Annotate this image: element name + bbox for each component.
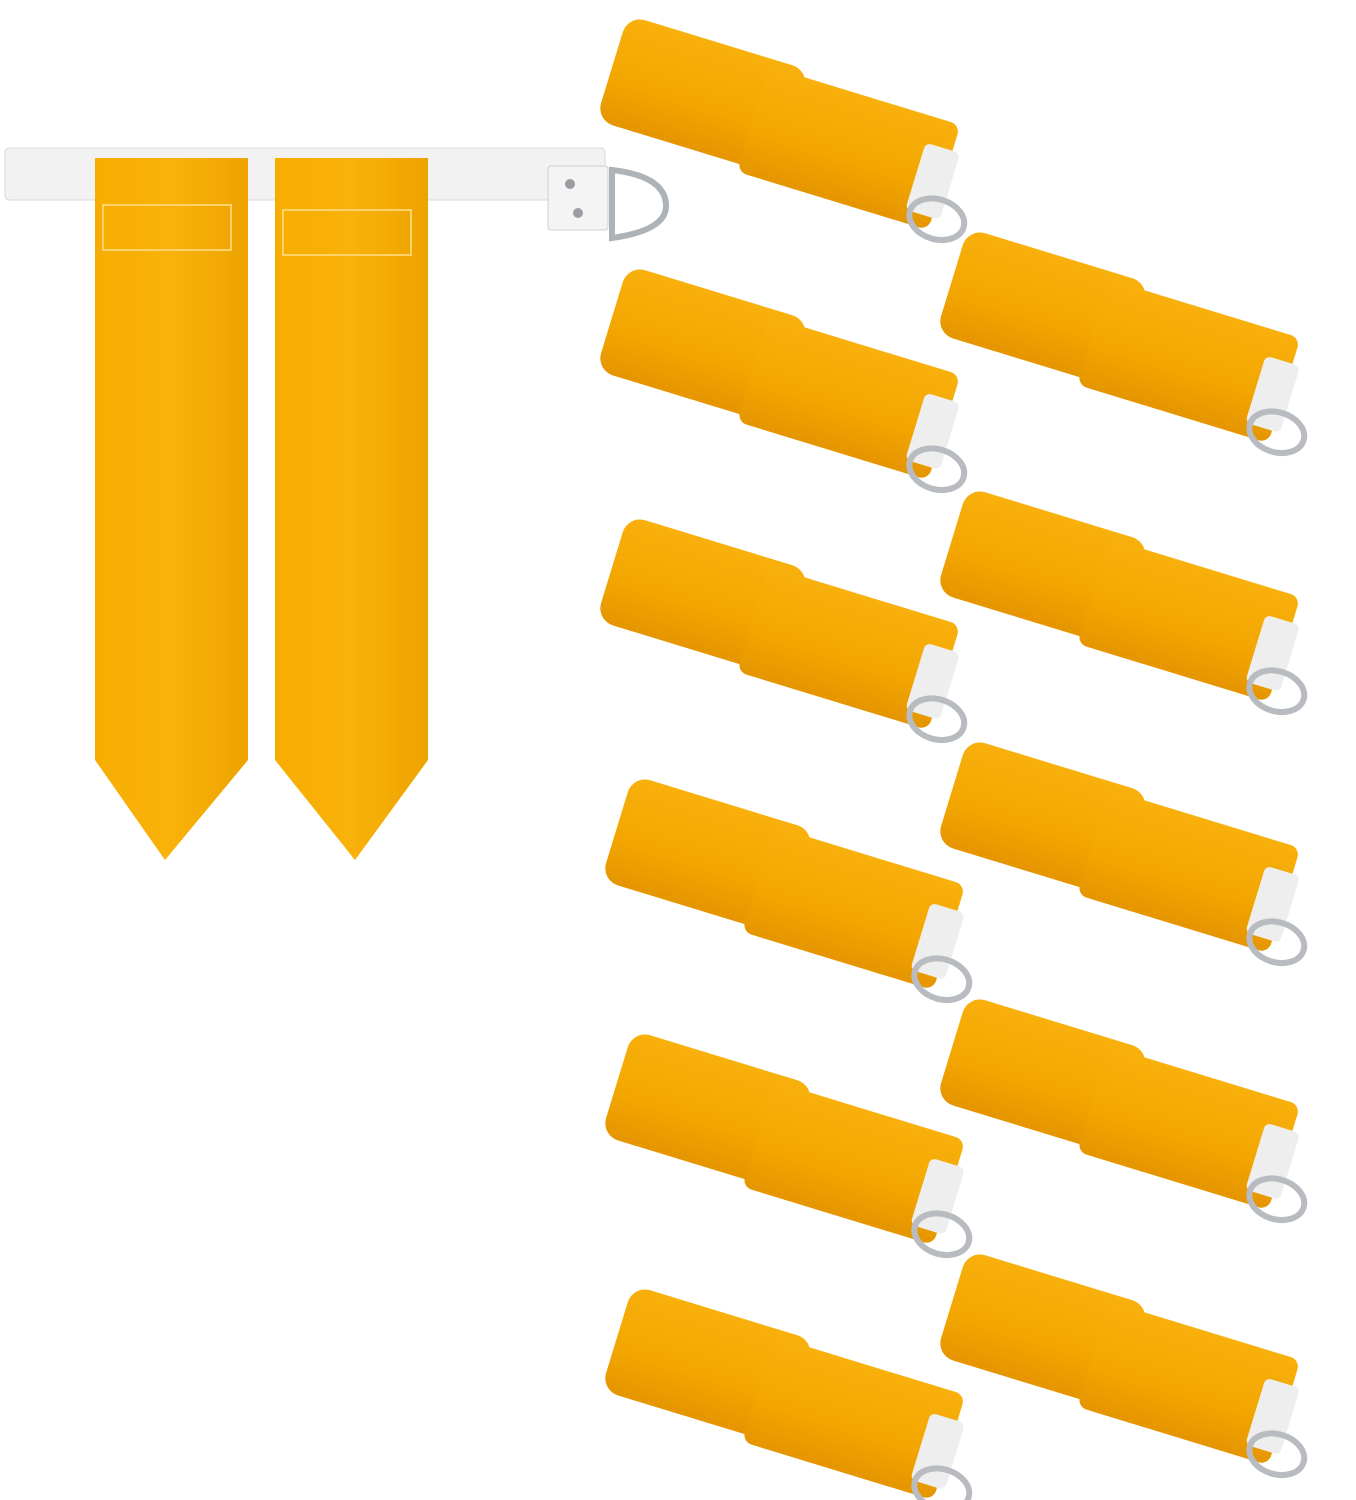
rolled-flags <box>600 19 1308 1500</box>
roll-wrap <box>739 68 958 228</box>
d-ring-icon <box>1246 918 1308 967</box>
rolled-flag <box>600 19 968 244</box>
belt-tab <box>547 165 609 231</box>
roll-wrap <box>739 318 958 478</box>
roll-wrap <box>1079 281 1298 441</box>
d-ring-icon <box>911 1210 973 1259</box>
rolled-flag <box>600 269 968 494</box>
rolled-flag <box>940 232 1308 457</box>
rolled-flag <box>940 1254 1308 1479</box>
flag-belt <box>4 147 670 860</box>
roll-wrap <box>744 1338 963 1498</box>
rolled-flag <box>940 742 1308 967</box>
d-ring-icon <box>911 1465 973 1500</box>
d-ring-icon <box>911 955 973 1004</box>
rivet-icon <box>565 179 575 189</box>
d-ring-icon <box>1246 1430 1308 1479</box>
d-ring-icon <box>1246 408 1308 457</box>
rolled-flag <box>600 519 968 744</box>
roll-wrap <box>1079 791 1298 951</box>
roll-wrap <box>744 828 963 988</box>
roll-wrap <box>739 568 958 728</box>
roll-wrap <box>1079 540 1298 700</box>
velcro-patch <box>102 204 232 251</box>
rolled-flag <box>940 999 1308 1224</box>
rolled-flag <box>605 1034 973 1259</box>
velcro-patch <box>282 209 412 256</box>
d-ring-icon <box>609 166 670 242</box>
d-ring-icon <box>906 695 968 744</box>
d-ring-icon <box>906 195 968 244</box>
rolled-flag <box>940 491 1308 716</box>
roll-wrap <box>1079 1303 1298 1463</box>
flag-right <box>275 158 428 860</box>
rolled-flag <box>605 1289 973 1500</box>
roll-wrap <box>744 1083 963 1243</box>
d-ring-icon <box>1246 1175 1308 1224</box>
d-ring-icon <box>1246 667 1308 716</box>
roll-wrap <box>1079 1048 1298 1208</box>
rolled-flag <box>605 779 973 1004</box>
rivet-icon <box>573 208 583 218</box>
flag-left <box>95 158 248 860</box>
d-ring-icon <box>906 445 968 494</box>
